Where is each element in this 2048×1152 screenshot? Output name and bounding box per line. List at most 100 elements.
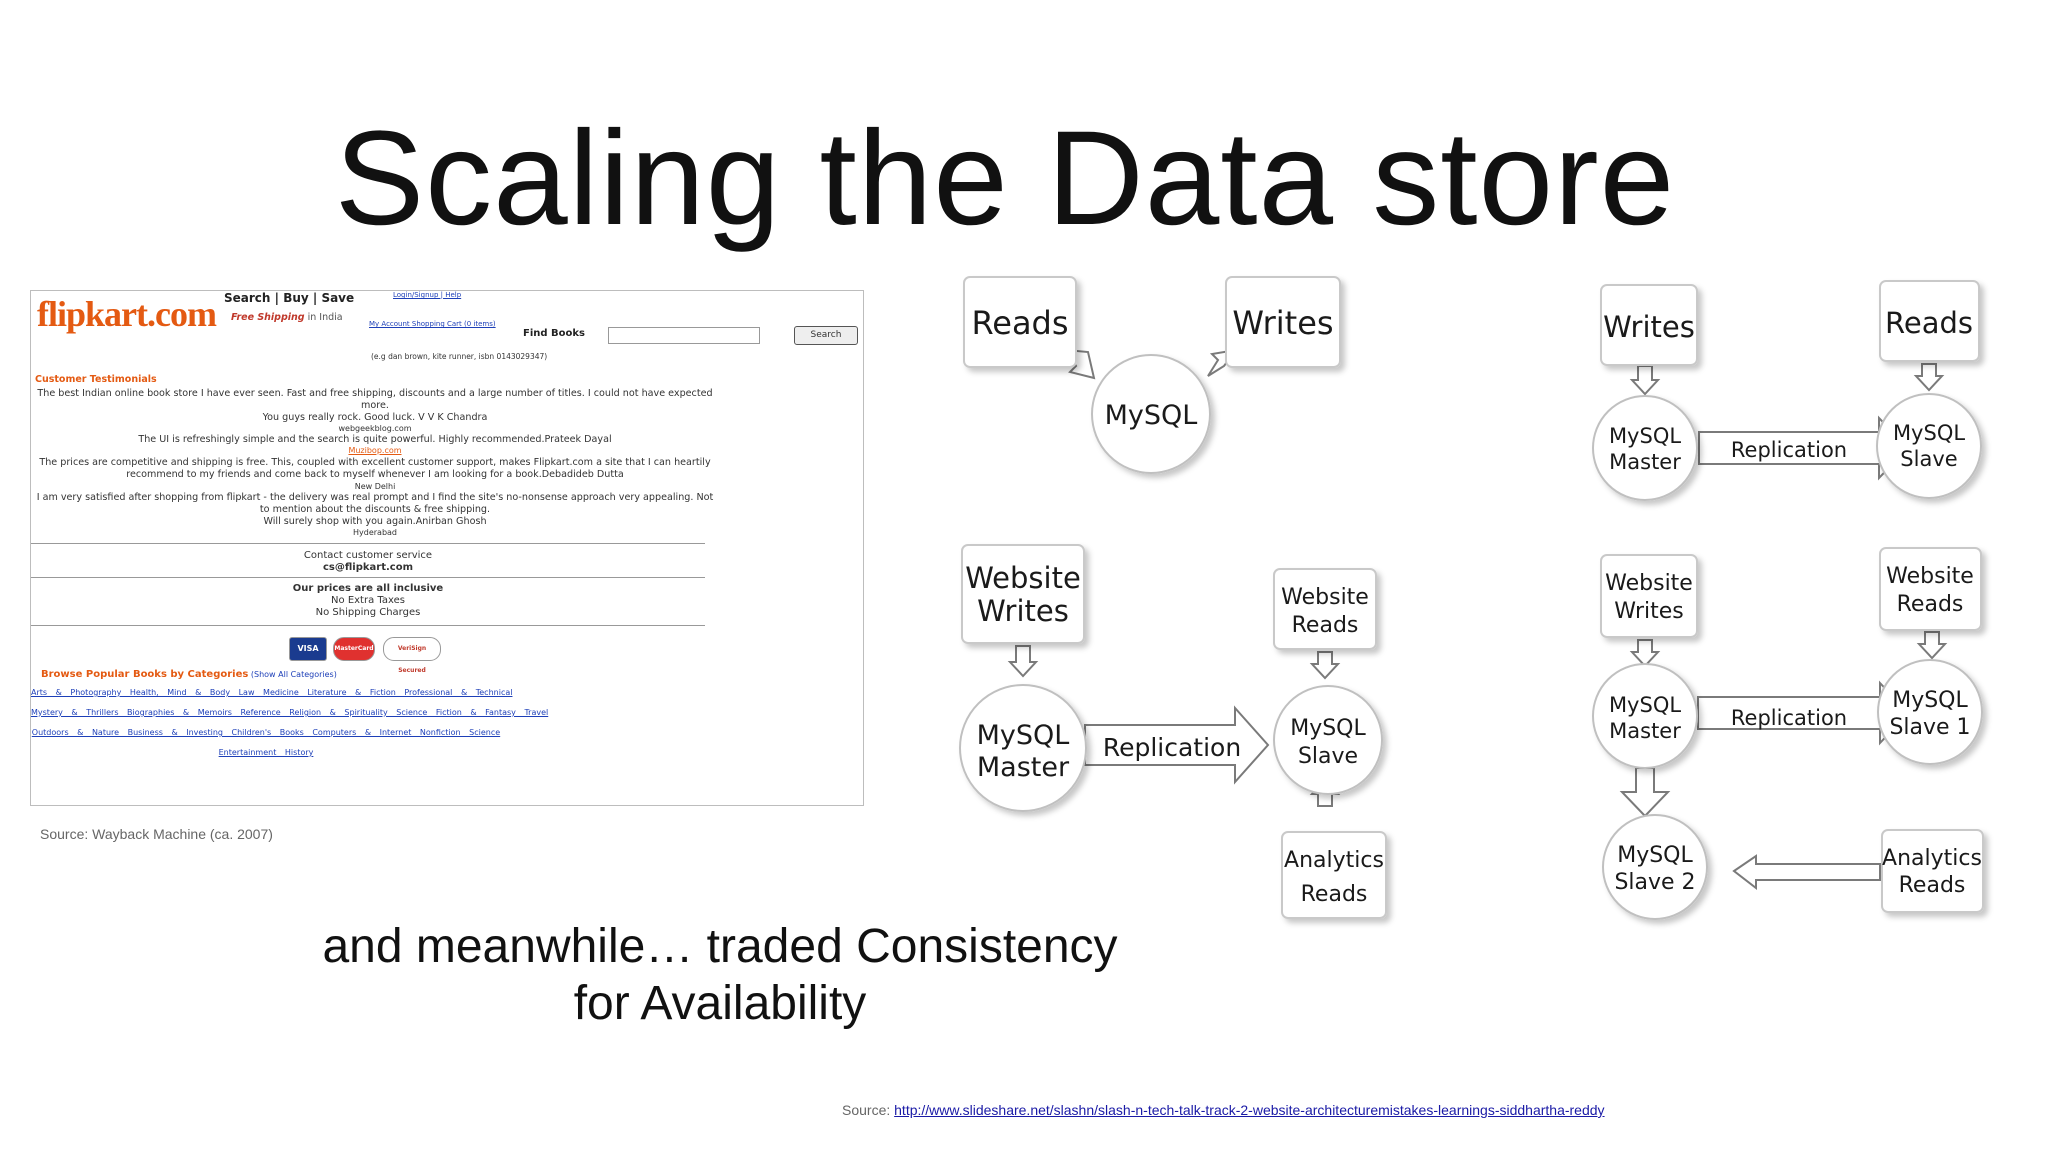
categories-row-2[interactable]: Mystery & Thrillers Biographies & Memoir… — [31, 708, 549, 717]
footer-source-link[interactable]: http://www.slideshare.net/slashn/slash-n… — [894, 1102, 1605, 1118]
arrow-reads-to-slave1 — [1916, 631, 1948, 660]
replication-label: Replication — [1731, 438, 1847, 462]
browse-heading: Browse Popular Books by Categories (Show… — [41, 669, 337, 680]
diagram-single-db: Reads Writes MySQL — [963, 276, 1341, 474]
master-label-2: Master — [1609, 450, 1681, 474]
reads-box — [1879, 280, 1980, 362]
divider — [31, 625, 705, 626]
testimonials-heading: Customer Testimonials — [35, 374, 157, 385]
analytics-reads-box — [1881, 829, 1984, 913]
flipkart-screenshot: flipkart.com Search | Buy | Save Free Sh… — [30, 290, 864, 806]
website-reads-box — [1273, 568, 1377, 650]
diagram-analytics-slave: Replication Website Writes Website Reads… — [959, 544, 1387, 919]
mysql-master-node — [959, 684, 1087, 812]
website-reads-box — [1879, 547, 1982, 631]
divider — [31, 543, 705, 544]
arrow-writes-to-master — [1629, 639, 1661, 668]
testimonial-2-source: webgeekblog.com — [338, 424, 412, 433]
analytics-label-1: Analytics — [1284, 848, 1384, 873]
reads-label: Reads — [971, 304, 1068, 342]
analytics-reads-box — [1281, 831, 1387, 919]
mysql-slave-node — [1273, 685, 1383, 795]
arrow-reads-to-slave — [1309, 651, 1341, 680]
verisign-icon: VeriSign Secured — [383, 637, 441, 674]
reads-label-2: Reads — [1292, 613, 1359, 638]
writes-label-2: Writes — [977, 594, 1069, 628]
prices-line-2: No Shipping Charges — [315, 607, 421, 618]
arrow-writes-to-master — [1007, 645, 1039, 678]
footer-source-label: Source: — [842, 1102, 895, 1118]
categories-row-3[interactable]: Outdoors & Nature Business & Investing C… — [31, 728, 501, 737]
slave-label-1: MySQL — [1290, 716, 1366, 741]
show-all-categories-link[interactable]: (Show All Categories) — [248, 670, 337, 679]
flipkart-search-input[interactable] — [608, 327, 760, 344]
writes-label-1: Website — [965, 561, 1081, 595]
website-writes-box — [1600, 554, 1698, 638]
testimonial-4-source: New Delhi — [354, 482, 396, 491]
writes-label-1: Website — [1605, 571, 1693, 596]
arrow-writes-to-master — [1629, 365, 1661, 396]
flipkart-top-links[interactable]: Login/Signup | Help — [393, 291, 462, 299]
slave2-label-1: MySQL — [1617, 843, 1693, 868]
slave-label-2: Slave — [1900, 447, 1957, 471]
writes-label-2: Writes — [1614, 599, 1684, 624]
divider — [31, 577, 705, 578]
prices-line-1: No Extra Taxes — [331, 595, 405, 606]
analytics-label-1: Analytics — [1882, 846, 1982, 871]
flipkart-account-links[interactable]: My Account Shopping Cart (0 items) — [369, 320, 496, 328]
browse-heading-text: Browse Popular Books by Categories — [41, 669, 249, 680]
reads-label-1: Website — [1886, 564, 1974, 589]
slave1-label-2: Slave 1 — [1889, 715, 1970, 740]
slide-title: Scaling the Data store — [334, 104, 1676, 253]
tagline-main: Free Shipping — [231, 312, 305, 323]
writes-box — [1600, 284, 1698, 366]
slave2-label-2: Slave 2 — [1614, 870, 1695, 895]
categories-row-4[interactable]: Entertainment History — [218, 748, 314, 757]
find-books-label: Find Books — [523, 328, 585, 339]
replication-label: Replication — [1103, 733, 1241, 762]
master-label-1: MySQL — [977, 720, 1070, 751]
testimonial-5: I am very satisfied after shopping from … — [36, 492, 714, 515]
flipkart-nav: Search | Buy | Save — [224, 291, 355, 305]
contact-email[interactable]: cs@flipkart.com — [322, 562, 413, 573]
caption-line-1: and meanwhile… traded Consistency — [322, 920, 1118, 973]
slave-label-2: Slave — [1298, 744, 1358, 769]
master-label-2: Master — [977, 752, 1070, 783]
master-label-1: MySQL — [1609, 693, 1681, 717]
flipkart-tagline: Free Shipping in India — [231, 312, 343, 323]
mysql-master-node — [1592, 663, 1698, 769]
testimonial-3-source[interactable]: Muzibop.com — [348, 446, 402, 455]
testimonial-3: The UI is refreshingly simple and the se… — [138, 434, 612, 445]
writes-label: Writes — [1232, 304, 1333, 342]
testimonial-1: The best Indian online book store I have… — [37, 388, 713, 411]
analytics-label-2: Reads — [1301, 882, 1368, 907]
mysql-slave2-node — [1602, 814, 1708, 920]
caption-line-2: for Availability — [573, 977, 867, 1030]
reads-label-2: Reads — [1897, 592, 1964, 617]
reads-box — [963, 276, 1077, 368]
screenshot-source: Source: Wayback Machine (ca. 2007) — [40, 826, 273, 842]
tagline-rest: in India — [304, 312, 343, 323]
slave1-label-1: MySQL — [1892, 688, 1968, 713]
footer-source: Source: http://www.slideshare.net/slashn… — [842, 1102, 1605, 1118]
diagram-two-slaves: Replication Website Writes Website Reads… — [1592, 547, 1984, 920]
writes-box — [1225, 276, 1341, 368]
prices-heading: Our prices are all inclusive — [292, 583, 444, 594]
flipkart-search-button[interactable]: Search — [794, 326, 858, 345]
diagram-master-slave: Replication Writes Reads MySQL Master My… — [1592, 280, 1982, 501]
arrow-master-to-slave2 — [1619, 767, 1671, 818]
slide-caption: and meanwhile… traded Consistency for Av… — [290, 918, 1150, 1032]
replication-label: Replication — [1731, 706, 1847, 730]
analytics-label-2: Reads — [1899, 873, 1966, 898]
replication-arrow — [1084, 705, 1270, 785]
slave-label-1: MySQL — [1893, 421, 1965, 445]
mysql-master-node — [1592, 395, 1698, 501]
mysql-slave-node — [1876, 393, 1982, 499]
master-label-2: Master — [1609, 719, 1681, 743]
flipkart-logo: flipkart.com — [37, 294, 217, 334]
testimonial-5-source: Hyderabad — [353, 528, 397, 537]
categories-row-1[interactable]: Arts & Photography Health, Mind & Body L… — [31, 688, 513, 697]
arrow-analytics-to-slave2 — [1732, 854, 1881, 891]
master-label-1: MySQL — [1609, 424, 1681, 448]
